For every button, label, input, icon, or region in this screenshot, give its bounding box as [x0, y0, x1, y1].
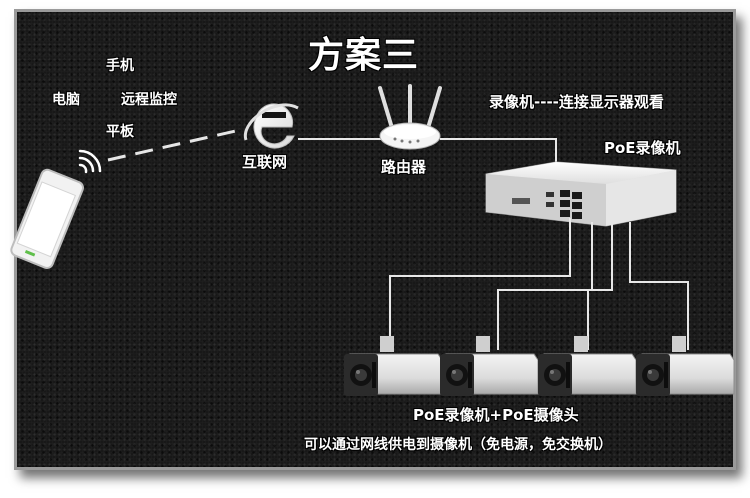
router-label: 路由器 — [381, 158, 427, 176]
nvr-icon — [485, 161, 677, 227]
remote-tablet-label: 平板 — [106, 124, 134, 140]
phone-icon — [10, 168, 84, 269]
cameras-power-note: 可以通过网线供电到摄像机（免电源，免交换机） — [304, 437, 612, 453]
remote-computer-label: 电脑 — [52, 92, 80, 108]
nvr-label: PoE录像机 — [604, 139, 681, 157]
wireless-dashed-link — [107, 128, 241, 162]
nvr-caption: 录像机----连接显示器观看 — [489, 93, 664, 111]
internet-explorer-icon — [243, 103, 299, 149]
router-icon — [378, 84, 442, 150]
internet-label: 互联网 — [242, 153, 288, 171]
camera-icon — [343, 335, 735, 397]
diagram-title: 方案三 — [308, 35, 420, 76]
wifi-signal-icon — [78, 149, 102, 174]
blackboard-background — [14, 9, 736, 470]
cameras-label: PoE录像机+PoE摄像头 — [413, 406, 579, 424]
remote-monitor-label: 远程监控 — [121, 92, 177, 108]
remote-phone-label: 手机 — [106, 58, 134, 74]
camera-cables — [389, 218, 689, 350]
